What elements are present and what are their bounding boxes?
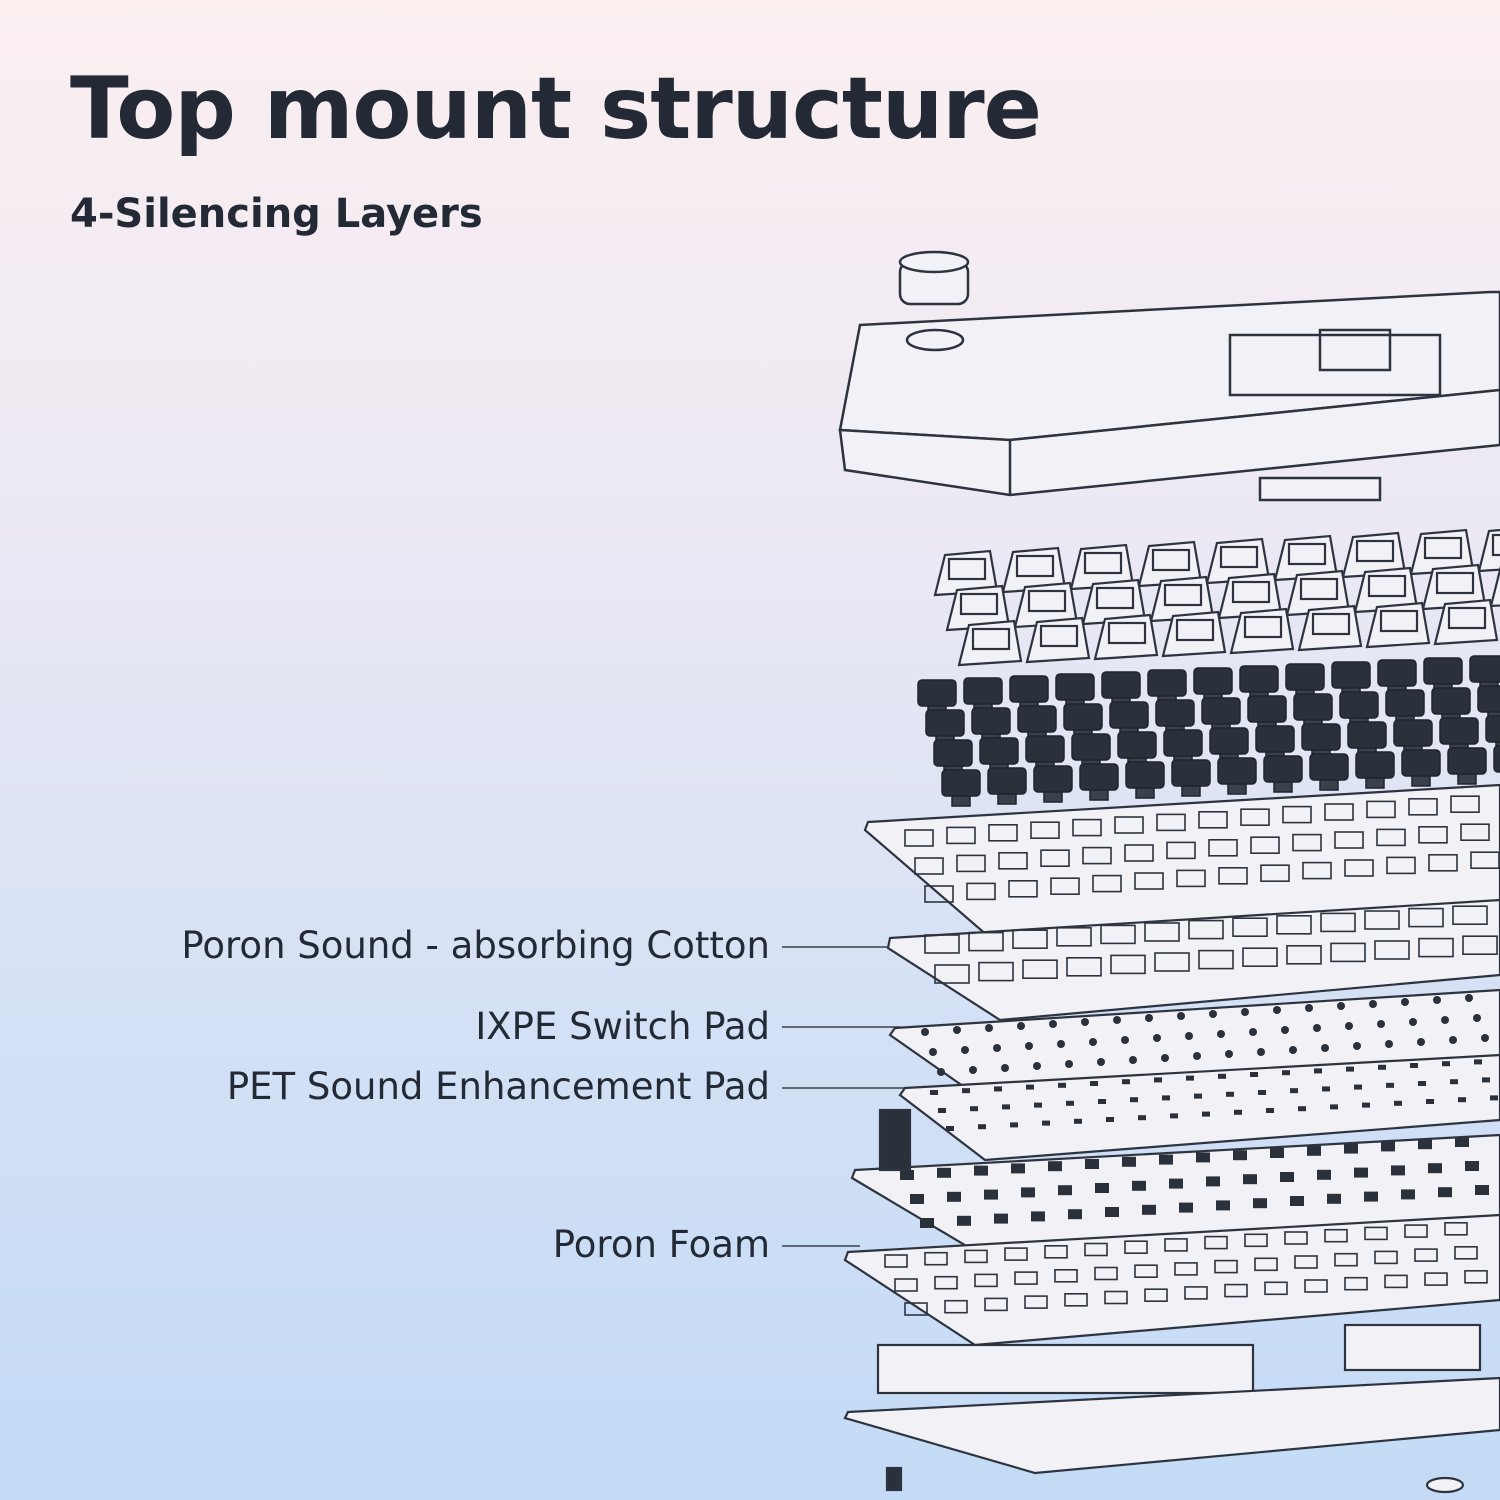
ixpe-switch-pad-layer xyxy=(888,988,1500,1107)
pet-enhancement-pad-layer xyxy=(898,1053,1500,1162)
poron-cotton-layer xyxy=(886,898,1500,1022)
poron-foam-layer xyxy=(843,1213,1500,1347)
top-case xyxy=(838,250,1500,502)
switches-layer xyxy=(917,655,1500,807)
callout-poron-foam-label: Poron Foam xyxy=(552,1222,770,1266)
keycaps-layer xyxy=(933,528,1500,667)
callout-leader-lines xyxy=(782,946,905,1247)
callout-poron-cotton-label: Poron Sound - absorbing Cotton xyxy=(181,923,770,967)
page-subtitle: 4-Silencing Layers xyxy=(70,191,483,237)
callout-ixpe-pad-label: IXPE Switch Pad xyxy=(475,1004,770,1048)
bottom-case xyxy=(843,1323,1500,1494)
callout-pet-pad-label: PET Sound Enhancement Pad xyxy=(226,1064,770,1108)
screw-icon xyxy=(885,1466,903,1492)
page-title: Top mount structure xyxy=(70,59,1042,159)
